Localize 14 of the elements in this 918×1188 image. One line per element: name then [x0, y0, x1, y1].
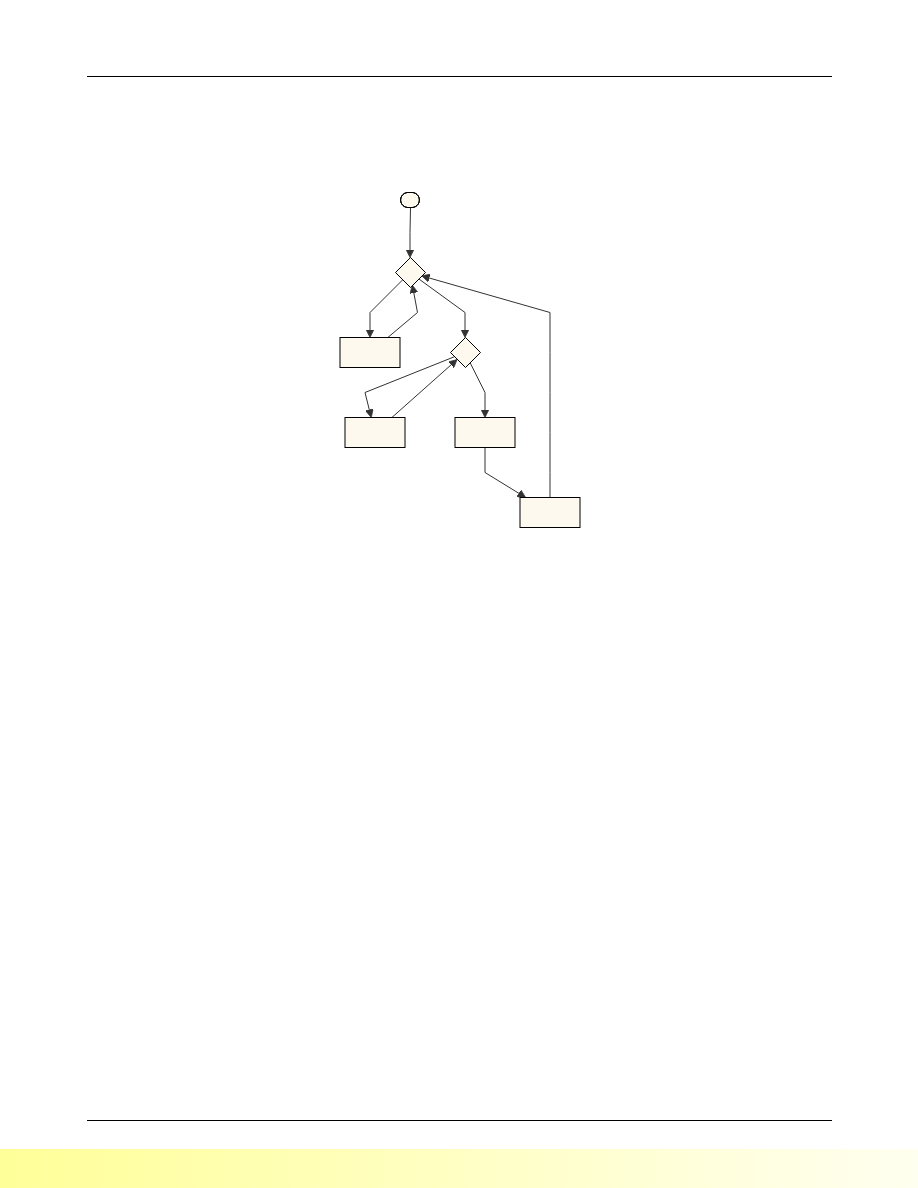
arrow [364, 356, 455, 418]
node-box [454, 417, 516, 448]
arrow [469, 362, 490, 418]
arrow [484, 447, 526, 498]
node-diamond [450, 337, 481, 368]
node-diamond [395, 257, 426, 288]
arrow [418, 278, 470, 338]
arrow [391, 359, 458, 418]
node-box [519, 497, 581, 528]
arrow [421, 273, 551, 498]
node-box [344, 417, 406, 448]
arrow [387, 284, 419, 338]
node-box [339, 337, 401, 368]
arrow [365, 279, 403, 338]
